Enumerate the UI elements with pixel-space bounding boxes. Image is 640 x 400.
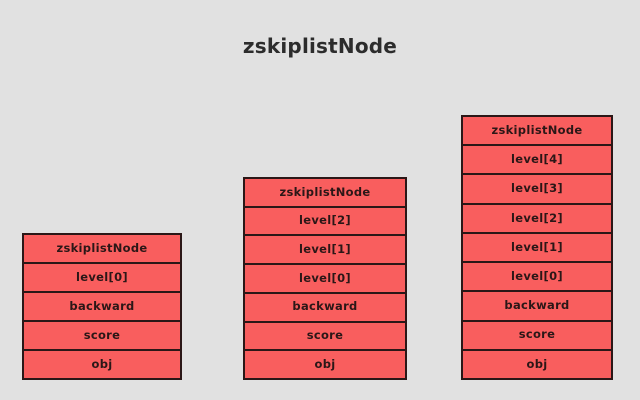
node-cell-level-0: level[0]: [463, 263, 611, 293]
node-cell-level-0: level[0]: [24, 264, 180, 293]
node-cell-backward: backward: [463, 292, 611, 322]
node-cell-level-1: level[1]: [245, 236, 405, 266]
node-cell-backward: backward: [245, 293, 405, 323]
node-cell-header: zskiplistNode: [24, 235, 180, 264]
node-cell-score: score: [24, 322, 180, 351]
node-column-1: zskiplistNode level[0] backward score ob…: [22, 233, 182, 380]
node-cell-level-2: level[2]: [245, 207, 405, 237]
node-cell-obj: obj: [463, 350, 611, 378]
node-cell-level-1: level[1]: [463, 233, 611, 264]
node-column-2: zskiplistNode level[2] level[1] level[0]…: [243, 177, 407, 380]
node-cell-level-3: level[3]: [463, 175, 611, 205]
node-column-3: zskiplistNode level[4] level[3] level[2]…: [461, 115, 613, 380]
node-cell-level-0: level[0]: [245, 265, 405, 294]
node-cell-obj: obj: [24, 351, 180, 378]
node-cell-header: zskiplistNode: [245, 179, 405, 208]
node-cell-score: score: [463, 321, 611, 351]
node-cell-level-4: level[4]: [463, 146, 611, 176]
node-cell-obj: obj: [245, 351, 405, 379]
node-cell-header: zskiplistNode: [463, 117, 611, 147]
node-cell-level-2: level[2]: [463, 204, 611, 234]
page-title: zskiplistNode: [242, 34, 398, 58]
node-cell-score: score: [245, 322, 405, 352]
node-cell-backward: backward: [24, 293, 180, 322]
